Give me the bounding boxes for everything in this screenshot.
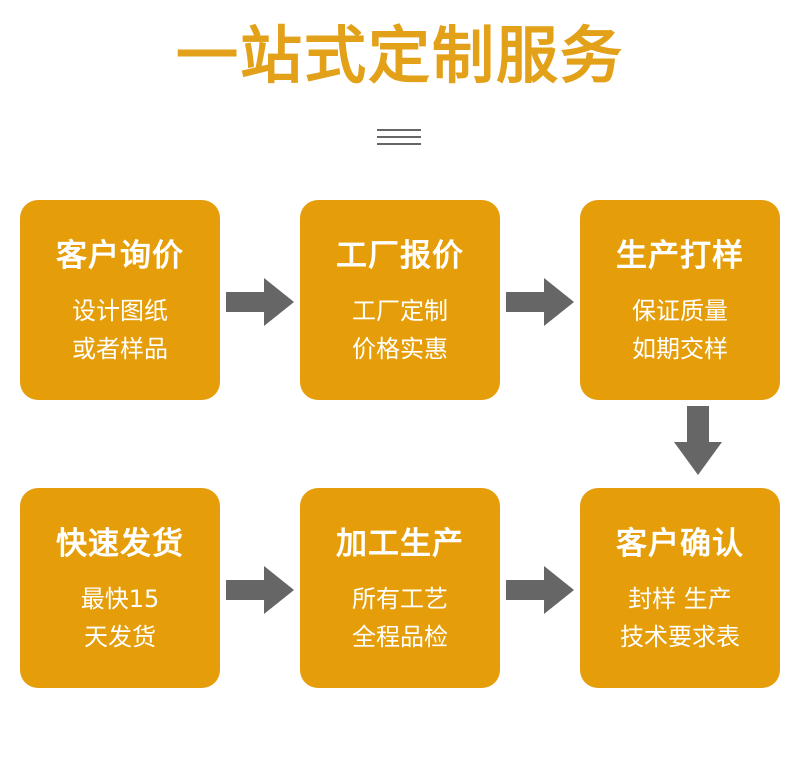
step-title: 工厂报价 [336,238,464,274]
step-card-confirmation: 客户确认 封样 生产 技术要求表 [580,488,780,688]
step-detail: 天发货 [84,623,156,651]
step-detail: 设计图纸 [72,297,168,325]
step-detail: 保证质量 [632,297,728,325]
step-detail: 价格实惠 [352,335,448,363]
step-detail: 所有工艺 [352,585,448,613]
step-detail: 封样 生产 [628,585,732,613]
step-title: 加工生产 [336,526,464,562]
step-title: 客户询价 [56,238,184,274]
menu-lines-icon [377,127,421,147]
step-card-sampling: 生产打样 保证质量 如期交样 [580,200,780,400]
page-title: 一站式定制服务 [175,19,624,92]
step-detail: 或者样品 [72,335,168,363]
arrow-down-icon [674,406,722,475]
step-detail: 最快15 [80,585,160,613]
step-detail: 技术要求表 [620,623,740,651]
arrow-right-icon [506,566,574,614]
step-title: 快速发货 [56,526,184,562]
arrow-right-icon [226,566,294,614]
step-card-fast-shipping: 快速发货 最快15 天发货 [20,488,220,688]
step-card-production: 加工生产 所有工艺 全程品检 [300,488,500,688]
arrow-right-icon [506,278,574,326]
step-detail: 如期交样 [632,335,728,363]
step-card-factory-quote: 工厂报价 工厂定制 价格实惠 [300,200,500,400]
step-title: 生产打样 [616,238,744,274]
step-card-inquiry: 客户询价 设计图纸 或者样品 [20,200,220,400]
arrow-right-icon [226,278,294,326]
step-title: 客户确认 [616,526,744,562]
step-detail: 工厂定制 [352,297,448,325]
step-detail: 全程品检 [352,623,448,651]
